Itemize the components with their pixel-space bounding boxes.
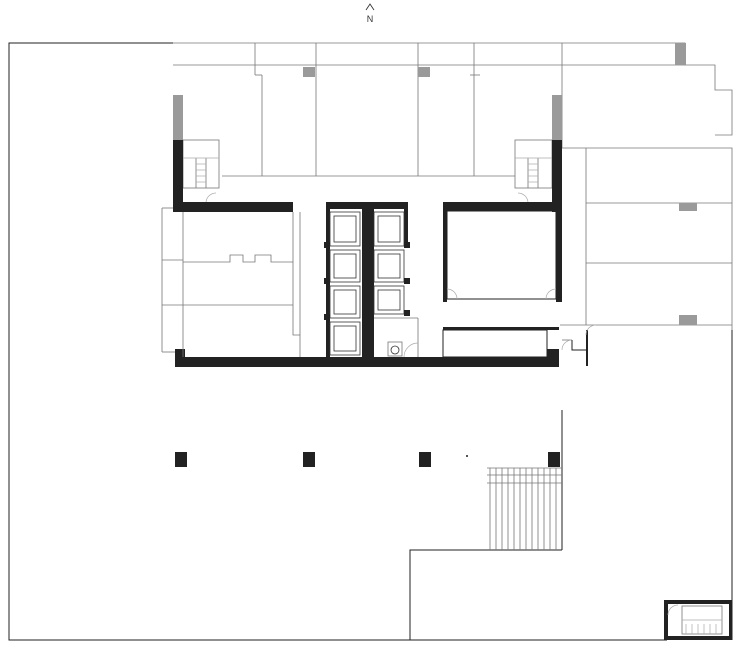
- upper-offices: [173, 42, 733, 330]
- southeast-stair: [664, 600, 732, 640]
- structural-accents: [173, 43, 697, 325]
- north-label: N: [367, 14, 374, 24]
- west-stair: [182, 139, 220, 204]
- east-core-rooms: [442, 210, 597, 366]
- north-arrow-icon: [365, 3, 375, 11]
- east-stair: [514, 139, 553, 204]
- columns: [175, 452, 560, 467]
- north-indicator: N: [365, 3, 375, 24]
- west-core-rooms: [161, 207, 301, 357]
- elevator-bank: [324, 211, 419, 358]
- south-stair: [487, 467, 562, 550]
- core-walls: [173, 140, 562, 367]
